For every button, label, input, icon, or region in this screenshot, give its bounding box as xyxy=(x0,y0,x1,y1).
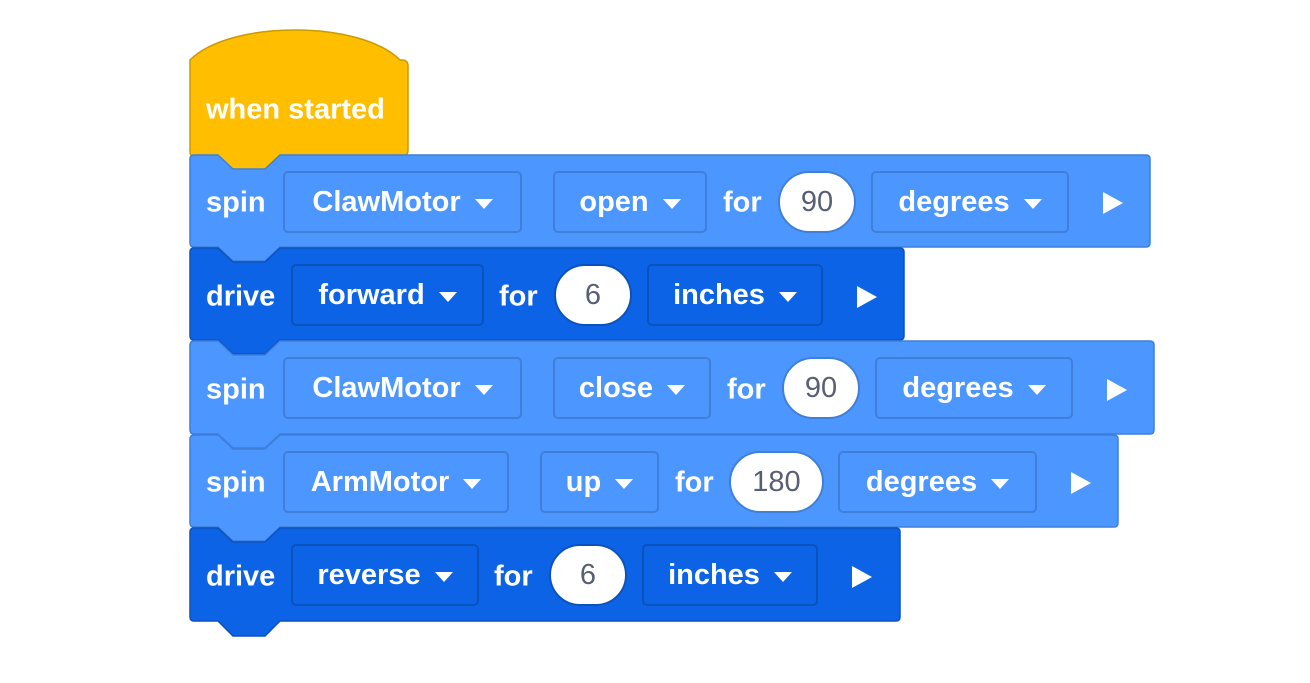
amount-input[interactable]: 6 xyxy=(554,264,632,326)
unit-dropdown-label: degrees xyxy=(902,371,1014,404)
caret-down-icon xyxy=(438,291,457,302)
unit-dropdown-label: degrees xyxy=(898,185,1010,218)
direction-dropdown-label: forward xyxy=(318,278,425,311)
caret-down-icon xyxy=(991,478,1010,489)
direction-dropdown-label: open xyxy=(579,185,649,218)
for-label: for xyxy=(675,466,714,499)
direction-dropdown[interactable]: up xyxy=(540,451,659,513)
play-icon[interactable] xyxy=(1107,379,1127,401)
spin-verb: spin xyxy=(206,373,266,406)
direction-dropdown[interactable]: close xyxy=(553,357,711,419)
unit-dropdown[interactable]: inches xyxy=(642,544,818,606)
motor-dropdown-label: ClawMotor xyxy=(312,185,461,218)
direction-dropdown-label: close xyxy=(578,371,654,404)
direction-dropdown-label: reverse xyxy=(317,558,421,591)
motor-dropdown[interactable]: ArmMotor xyxy=(283,451,509,513)
caret-down-icon xyxy=(1023,198,1042,209)
play-icon[interactable] xyxy=(1071,472,1091,494)
direction-dropdown[interactable]: reverse xyxy=(291,544,479,606)
caret-down-icon xyxy=(1027,384,1046,395)
motor-dropdown[interactable]: ClawMotor xyxy=(283,171,522,233)
for-label: for xyxy=(499,280,538,313)
unit-dropdown[interactable]: inches xyxy=(647,264,823,326)
caret-down-icon xyxy=(474,384,493,395)
play-icon[interactable] xyxy=(852,566,872,588)
unit-dropdown-label: inches xyxy=(673,278,765,311)
motor-dropdown[interactable]: ClawMotor xyxy=(283,357,522,419)
play-icon[interactable] xyxy=(857,286,877,308)
direction-dropdown[interactable]: open xyxy=(553,171,707,233)
for-label: for xyxy=(727,373,766,406)
caret-down-icon xyxy=(434,571,453,582)
unit-dropdown-label: inches xyxy=(668,558,760,591)
unit-dropdown-label: degrees xyxy=(865,465,978,498)
play-icon[interactable] xyxy=(1103,192,1123,214)
hat-label: when started xyxy=(206,93,385,126)
for-label: for xyxy=(723,186,762,219)
caret-down-icon xyxy=(667,384,686,395)
for-label: for xyxy=(494,560,533,593)
caret-down-icon xyxy=(778,291,797,302)
spin-verb: spin xyxy=(206,186,266,219)
unit-dropdown[interactable]: degrees xyxy=(871,171,1069,233)
motor-dropdown-label: ClawMotor xyxy=(312,371,461,404)
unit-dropdown[interactable]: degrees xyxy=(875,357,1073,419)
caret-down-icon xyxy=(463,478,482,489)
motor-dropdown-label: ArmMotor xyxy=(310,465,450,498)
direction-dropdown-label: up xyxy=(565,465,602,498)
caret-down-icon xyxy=(615,478,634,489)
unit-dropdown[interactable]: degrees xyxy=(838,451,1037,513)
drive-verb: drive xyxy=(206,280,276,313)
caret-down-icon xyxy=(662,198,681,209)
spin-verb: spin xyxy=(206,466,266,499)
amount-input[interactable]: 6 xyxy=(549,544,627,606)
drive-verb: drive xyxy=(206,560,276,593)
direction-dropdown[interactable]: forward xyxy=(291,264,484,326)
caret-down-icon xyxy=(773,571,792,582)
amount-input[interactable]: 180 xyxy=(729,451,824,513)
caret-down-icon xyxy=(474,198,493,209)
when-started-block[interactable]: when started xyxy=(0,0,1310,171)
amount-input[interactable]: 90 xyxy=(782,357,860,419)
amount-input[interactable]: 90 xyxy=(778,171,856,233)
